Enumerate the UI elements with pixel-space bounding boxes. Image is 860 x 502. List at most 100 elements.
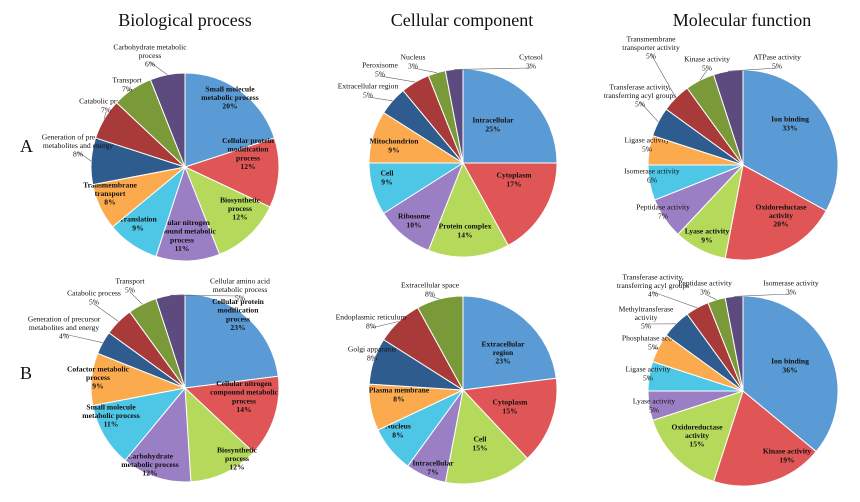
leader-line	[649, 181, 653, 184]
pie-slice-ion-binding	[742, 295, 839, 453]
pie-slice-ion-binding	[742, 69, 839, 212]
leader-line	[126, 89, 133, 92]
pie-slice-cell	[444, 388, 529, 485]
row-label-a: A	[20, 136, 33, 156]
pie-slice-small-molecule-metabolic-process	[184, 72, 276, 168]
leader-line	[454, 67, 532, 70]
leader-line	[699, 69, 708, 81]
leader-line	[639, 101, 659, 123]
leader-line	[371, 359, 374, 362]
pie-slice-oxidoreductase-activity	[724, 164, 827, 261]
leader-line	[170, 294, 241, 297]
pie-slice-cellular-amino-acid-metabolic-process	[155, 293, 186, 389]
leader-line	[63, 333, 103, 343]
leader-line	[646, 149, 650, 152]
row-label-b: B	[20, 363, 32, 383]
pie-slice-oxidoreductase-activity	[652, 390, 744, 482]
leader-line	[650, 53, 677, 98]
pie-slice-cellular-nitrogen-compound-metabolic-process	[183, 375, 280, 454]
pie-slice-cytoplasm	[461, 377, 558, 460]
leader-line	[429, 295, 440, 300]
leader-line	[367, 96, 393, 102]
column-title-molecular-function: Molecular function	[673, 10, 811, 30]
leader-line	[647, 376, 650, 381]
leader-line	[77, 151, 92, 162]
leader-line	[652, 291, 698, 309]
pie-slice-biosynthetic-process	[184, 386, 255, 483]
pie-label-transferase-activity-transferring-acyl-groups: Transferase activity,transferring acyl g…	[604, 82, 677, 108]
leader-line	[412, 67, 437, 73]
pie-slice-protein-complex	[427, 161, 509, 258]
leader-line	[149, 61, 168, 75]
leader-line	[734, 293, 792, 297]
column-title-biological-process: Biological process	[118, 10, 251, 30]
leader-line	[93, 303, 119, 322]
pie-slice-carbohydrate-metabolic-process	[149, 72, 186, 168]
pie-slice-small-molecule-metabolic-process	[92, 387, 187, 462]
leader-line	[103, 111, 107, 120]
leader-line	[652, 347, 659, 350]
pie-label-transferase-activity-transferring-acyl-groups: Transferase activity,transferring acyl g…	[617, 272, 690, 298]
pie-slice-biosynthetic-process	[184, 166, 271, 256]
pie-slice-carbohydrate-metabolic-process	[124, 386, 192, 483]
pie-slice-kinase-activity	[713, 390, 817, 487]
pie-slice-extracellular-space	[417, 295, 464, 391]
